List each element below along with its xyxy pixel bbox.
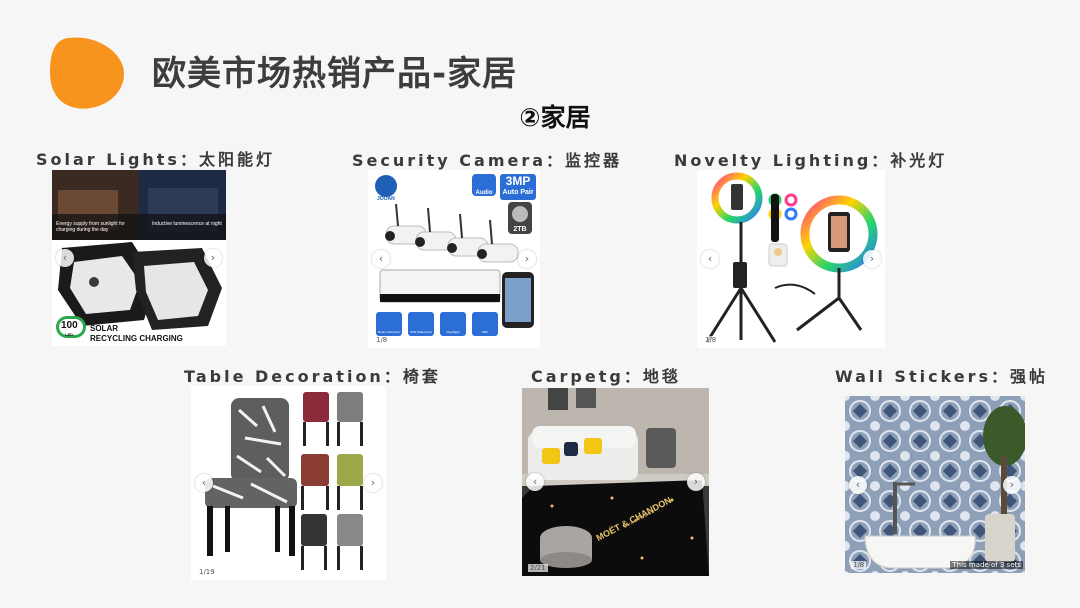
- chevron-left-icon[interactable]: ‹: [526, 473, 544, 491]
- camera-resolution-badge: 3MP: [505, 174, 531, 188]
- chevron-left-icon[interactable]: ‹: [849, 475, 867, 494]
- camera-feature-wifi: WiFi: [482, 330, 488, 334]
- product-label-novelty-lighting: Novelty Lighting：补光灯: [674, 151, 948, 170]
- chevron-left-icon[interactable]: ‹: [701, 250, 719, 268]
- product-label-solar-lights: Solar Lights：太阳能灯: [36, 150, 275, 169]
- solar-text-line1: SOLAR: [90, 324, 118, 333]
- image-counter: 1/8: [851, 561, 867, 569]
- solar-led-unit: LED: [65, 332, 73, 337]
- chevron-right-icon[interactable]: ›: [863, 250, 881, 268]
- chevron-left-icon[interactable]: ‹: [56, 249, 74, 267]
- image-counter: 1/8: [703, 336, 719, 344]
- product-label-wall-stickers: Wall Stickers：强帖: [835, 367, 1049, 386]
- security-camera-illustration: [368, 170, 540, 348]
- image-counter: 2/21: [528, 564, 548, 572]
- camera-autopair-badge: Auto Pair: [502, 189, 534, 196]
- page-title: 欧美市场热销产品-家居: [152, 54, 518, 94]
- camera-feature-daynight: Day/Night: [446, 330, 460, 334]
- chevron-right-icon[interactable]: ›: [1003, 475, 1021, 494]
- camera-storage-badge: 2TB: [513, 226, 527, 233]
- product-label-table-decoration: Table Decoration：椅套: [184, 367, 441, 386]
- tile-wall-illustration: [845, 396, 1025, 573]
- product-label-carpet: Carpetg：地毯: [531, 367, 681, 386]
- camera-feature-waterproof: IP66 Waterproof: [410, 330, 432, 334]
- product-image-novelty-lighting[interactable]: ‹ › 1/8: [697, 170, 885, 348]
- image-counter: 1/19: [197, 568, 217, 576]
- camera-brand-logo: JOOAN: [377, 196, 395, 202]
- solar-led-count: 100: [61, 320, 78, 331]
- carpet-illustration: [522, 388, 709, 576]
- chevron-left-icon[interactable]: ‹: [195, 474, 213, 492]
- product-image-table-decoration[interactable]: ‹ › 1/19: [191, 386, 386, 580]
- solar-text-line2: RECYCLING CHARGING: [90, 334, 183, 343]
- image-note: This made of 3 sets: [950, 561, 1023, 569]
- chair-cover-illustration: [191, 386, 386, 580]
- product-image-solar-lights[interactable]: Energy supply from sunlight for charging…: [52, 170, 226, 346]
- orange-logo-blob: [50, 37, 124, 109]
- solar-tip-day: Energy supply from sunlight for charging…: [56, 221, 125, 233]
- product-image-security-camera[interactable]: JOOAN Audio 3MP Auto Pair 2TB Motion Det…: [368, 170, 540, 348]
- solar-tip-night: Inductive luminescence at night: [152, 221, 222, 227]
- chevron-right-icon[interactable]: ›: [204, 249, 222, 267]
- camera-feature-motion: Motion Detection: [377, 330, 401, 334]
- product-image-wall-stickers[interactable]: ‹ › 1/8 This made of 3 sets: [845, 396, 1025, 573]
- image-counter: 1/8: [374, 336, 390, 344]
- chevron-right-icon[interactable]: ›: [364, 474, 382, 492]
- product-image-carpet[interactable]: MOËT & CHANDON CHAMPAGNE ‹ › 2/21: [522, 388, 709, 576]
- chevron-left-icon[interactable]: ‹: [372, 250, 390, 268]
- solar-lights-illustration: [52, 170, 226, 346]
- ring-light-illustration: [697, 170, 885, 348]
- product-label-security-camera: Security Camera：监控器: [352, 151, 623, 170]
- camera-audio-badge: Audio: [475, 190, 493, 196]
- chevron-right-icon[interactable]: ›: [687, 473, 705, 491]
- section-subtitle: ②家居: [519, 103, 591, 132]
- chevron-right-icon[interactable]: ›: [518, 250, 536, 268]
